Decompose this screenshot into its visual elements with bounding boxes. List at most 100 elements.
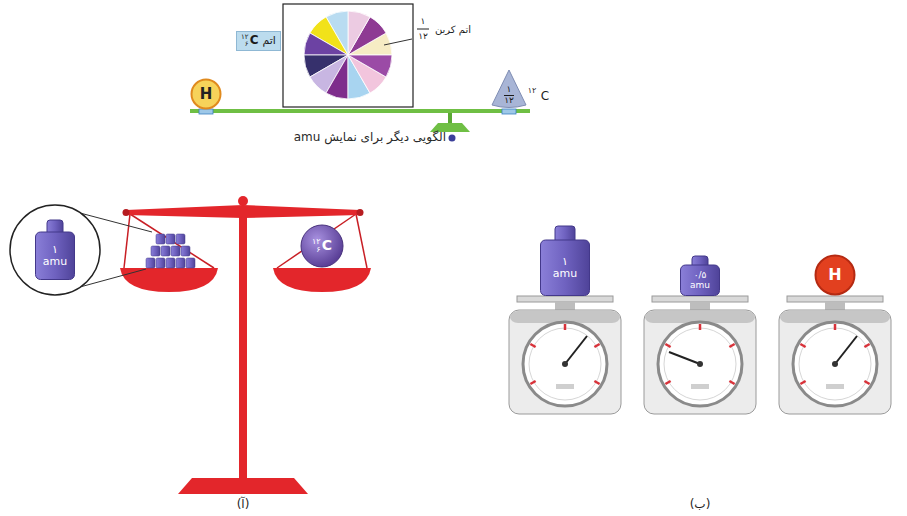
amu-weight: ۱amu [540, 226, 590, 296]
needle-cap [562, 361, 568, 367]
balance-string [124, 214, 130, 268]
small-weight [156, 258, 165, 268]
small-weight [186, 258, 195, 268]
dial-needle [565, 336, 587, 364]
hydrogen-atom: H [814, 254, 856, 296]
needle-cap [832, 361, 838, 367]
node-content: ۱amu [553, 256, 577, 280]
dial-scale [509, 296, 621, 414]
seesaw-beam [190, 109, 530, 113]
node-content: ۱۲۶Cاتم [241, 34, 276, 48]
unit-label: amu [553, 268, 577, 280]
weight-stack [146, 234, 195, 268]
atom-ball [301, 225, 343, 267]
balance-pan [273, 268, 371, 292]
pie-frame [283, 4, 413, 107]
cone-shape [492, 70, 526, 108]
seesaw-post [448, 113, 452, 124]
label-box [237, 32, 281, 51]
small-weight [151, 246, 160, 256]
weight-body [36, 232, 75, 280]
pie-slice [304, 33, 348, 55]
node-content: ۰/۵amu [690, 271, 710, 291]
atom-symbol: H [828, 266, 841, 284]
amu-weight: ۱amu [35, 220, 75, 280]
pie-slice [326, 55, 348, 99]
node-content: ۱۱۲ [504, 85, 514, 106]
balance-string [356, 214, 367, 268]
atomic-number: ۶ [245, 41, 249, 48]
small-weight [176, 258, 185, 268]
mass-value: ۱ [562, 256, 568, 268]
atom-circle [192, 80, 221, 109]
atom-word: اتم [262, 35, 275, 47]
small-weight [146, 258, 155, 268]
beam-end [123, 209, 130, 216]
balance-string [277, 214, 356, 268]
amu-weight: ۰/۵amu [680, 256, 720, 296]
atomic-number: ۶ [316, 246, 320, 254]
seesaw-pan [199, 109, 213, 114]
panel-letter: (ب) [690, 498, 711, 511]
caption-bullet [449, 135, 456, 142]
red-balance [120, 196, 371, 494]
balance-base [178, 478, 308, 494]
slice-label: اتم کربن [435, 24, 471, 35]
small-weight [161, 246, 170, 256]
zoom-callout [10, 205, 152, 295]
pie-slice [348, 11, 370, 55]
element-symbol: C [250, 34, 259, 47]
dial-scale [779, 296, 891, 414]
node-content: ۱amu [43, 244, 67, 268]
balance-pivot [238, 196, 248, 206]
mass-number: ۱۲ [528, 87, 537, 96]
element-symbol: C [322, 238, 332, 253]
needle-cap [697, 361, 703, 367]
mass-value: ۰/۵ [694, 271, 707, 281]
zoom-circle [10, 205, 100, 295]
fraction-denominator: ۱۲ [504, 96, 514, 106]
small-weight [171, 246, 180, 256]
small-weight [166, 234, 175, 244]
panel-letter: (آ) [237, 498, 250, 511]
weight-body [681, 265, 720, 296]
weight-body [541, 240, 590, 296]
small-weight [156, 234, 165, 244]
fraction-bar [417, 29, 429, 30]
element-symbol: C [541, 90, 549, 103]
dial-scale [644, 296, 756, 414]
unit-label: amu [43, 256, 67, 268]
fraction-numerator: ۱ [421, 17, 426, 27]
pie-model [283, 4, 429, 107]
node-content: H [200, 86, 213, 103]
mass-number: ۱۲ [241, 34, 249, 41]
atom-symbol: H [200, 86, 213, 103]
balance-post [239, 212, 247, 480]
fraction-numerator: ۱ [507, 85, 512, 95]
beam-end [357, 209, 364, 216]
leader-line [384, 39, 412, 45]
mass-value: ۱ [52, 244, 58, 256]
mass-number: ۱۲ [312, 238, 321, 246]
atom-label-box: ۱۲۶Cاتم [236, 31, 281, 51]
balance-beam [126, 205, 360, 218]
atom-circle [816, 256, 855, 295]
pie-chart [304, 11, 392, 99]
pie-slice [348, 55, 392, 77]
fraction-denominator: ۱۲ [418, 32, 428, 42]
node-content: H [828, 266, 841, 284]
cone-weight: ۱۱۲ [492, 70, 526, 108]
hydrogen-atom: H [190, 78, 222, 110]
small-weight [176, 234, 185, 244]
dial-needle [835, 336, 857, 364]
carbon-atom: ۱۲۶C [300, 224, 344, 268]
unit-label: amu [690, 281, 710, 291]
small-weight [166, 258, 175, 268]
figure-caption: الگویی دیگر برای نمایش amu [294, 130, 446, 144]
seesaw-pan [502, 109, 516, 114]
dial-needle [669, 352, 700, 364]
balance-string [130, 214, 214, 268]
